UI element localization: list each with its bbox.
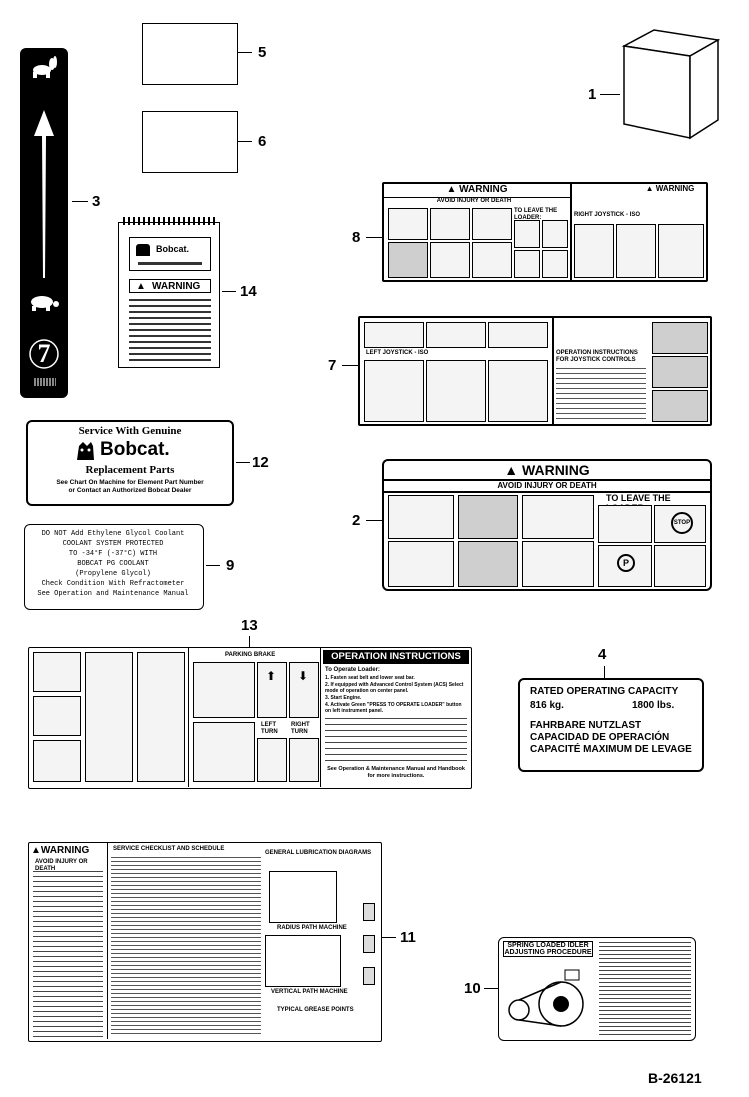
bobcat-logo-icon	[136, 244, 150, 256]
decal-3-speed-decal: 7	[20, 48, 68, 398]
callout-5: 5	[258, 44, 267, 61]
decal-4-capacity: RATED OPERATING CAPACITY 816 kg. 1800 lb…	[518, 678, 704, 772]
callout-8: 8	[352, 229, 361, 246]
decal-13-title: OPERATION INSTRUCTIONS	[323, 650, 469, 664]
decal-7-left-joystick: LEFT JOYSTICK - ISO	[366, 350, 429, 356]
decal-9-line-0: DO NOT Add Ethylene Glycol Coolant	[41, 530, 185, 538]
speed-7-badge	[29, 339, 59, 369]
callout-10: 10	[464, 980, 481, 997]
decal-5-blank	[142, 23, 238, 85]
handbook-text-lines	[129, 299, 211, 361]
decal-8-subtitle: AVOID INJURY OR DEATH	[436, 198, 512, 204]
decal-13-step-3: 4. Activate Green "PRESS TO OPERATE LOAD…	[325, 702, 462, 714]
decal-11-subtitle: AVOID INJURY OR DEATH	[35, 859, 88, 872]
decal-12-line1: Service With Genuine	[78, 425, 182, 437]
decal-13-left-turn: LEFT TURN	[261, 722, 278, 735]
warning-triangle-icon: ▲	[136, 281, 146, 292]
decal-11-grease: TYPICAL GREASE POINTS	[277, 1007, 354, 1013]
decal-4-lbs: 1800 lbs.	[632, 700, 675, 711]
up-arrow-icon	[34, 110, 54, 278]
decal-11-radius: RADIUS PATH MACHINE	[277, 925, 347, 931]
turtle-icon	[31, 296, 59, 311]
callout-9: 9	[226, 557, 235, 574]
decal-13-operation-instructions: PARKING BRAKE ⬆ ⬇ LEFT TURN RIGHT TURN O…	[28, 647, 472, 789]
callout-13: 13	[241, 617, 258, 634]
decal-10-spring-idler: SPRING LOADED IDLER ADJUSTING PROCEDURE	[498, 937, 696, 1041]
decal-2-subtitle: AVOID INJURY OR DEATH	[497, 481, 597, 490]
callout-7: 7	[328, 357, 337, 374]
decal-7-ops-title: OPERATION INSTRUCTIONS FOR JOYSTICK CONT…	[556, 350, 638, 363]
arrow-down-icon: ⬇	[298, 669, 309, 683]
decal-13-step-2: 3. Start Engine.	[325, 695, 362, 701]
decal-13-step-0: 1. Fasten seat belt and lower seat bar.	[325, 675, 415, 681]
callout-14: 14	[240, 283, 257, 300]
decal-12-replacement-parts: Service With Genuine Bobcat. Replacement…	[26, 420, 234, 506]
decal-12-brand: Bobcat.	[100, 439, 170, 460]
decal-9-line-4: (Propylene Glycol)	[75, 570, 151, 578]
decal-9-line-3: BOBCAT PG COOLANT	[77, 560, 149, 568]
rabbit-icon	[33, 56, 57, 78]
callout-6: 6	[258, 133, 267, 150]
decal-8-warning: ▲ WARNING AVOID INJURY OR DEATH TO LEAVE…	[382, 182, 708, 282]
decal-9-line-2: TO -34°F (-37°C) WITH	[68, 550, 158, 558]
decal-12-line5: or Contact an Authorized Bobcat Dealer	[68, 487, 192, 494]
figure-id: B-26121	[648, 1070, 702, 1086]
spiral-binding	[123, 217, 217, 225]
decal-13-parking: PARKING BRAKE	[225, 652, 276, 658]
decal-6-blank	[142, 111, 238, 173]
bobcat-logo-icon	[74, 440, 96, 462]
callout-2: 2	[352, 512, 361, 529]
callout-11: 11	[400, 929, 416, 946]
idler-diagram	[508, 969, 584, 1027]
decal-4-fr: CAPACITÉ MAXIMUM DE LEVAGE	[530, 744, 692, 755]
decal-13-subtitle: To Operate Loader:	[325, 667, 380, 673]
decal-10-title1: SPRING LOADED IDLER	[507, 942, 589, 949]
decal-11-checklist: SERVICE CHECKLIST AND SCHEDULE	[113, 846, 225, 852]
decal-9-line-6: See Operation and Maintenance Manual	[37, 590, 189, 598]
callout-1: 1	[588, 86, 597, 103]
callout-3: 3	[92, 193, 101, 210]
parking-brake-icon: P	[617, 554, 635, 572]
stop-icon: STOP	[671, 512, 693, 534]
decal-4-title: RATED OPERATING CAPACITY	[530, 686, 679, 697]
callout-4: 4	[598, 646, 607, 663]
decal-8-right-joystick: RIGHT JOYSTICK - ISO	[574, 212, 641, 218]
speed-number: 7	[37, 339, 51, 368]
speed-decal-graphics	[29, 56, 59, 369]
decal-13-step-1: 2. If equipped with Advanced Control Sys…	[325, 682, 464, 694]
handbook-brand: Bobcat.	[156, 244, 190, 254]
decal-11-warning: ▲WARNING	[31, 845, 90, 856]
decal-4-kg: 816 kg.	[530, 700, 564, 711]
decal-2-warning-title: ▲ WARNING	[504, 462, 590, 478]
callout-12: 12	[252, 454, 269, 471]
decal-2-warning: ▲ WARNING AVOID INJURY OR DEATH TO LEAVE…	[382, 459, 712, 591]
decal-13-right-turn: RIGHT TURN	[291, 722, 310, 735]
decal-9-coolant: DO NOT Add Ethylene Glycol Coolant COOLA…	[24, 524, 204, 610]
decal-4-es: CAPACIDAD DE OPERACIÓN	[530, 732, 670, 743]
decal-10-title2: ADJUSTING PROCEDURE	[504, 949, 592, 956]
decal-9-line-1: COOLANT SYSTEM PROTECTED	[62, 540, 164, 548]
decal-12-line4: See Chart On Machine for Element Part Nu…	[56, 479, 204, 486]
handbook-warning: WARNING	[152, 281, 201, 292]
arrow-up-icon: ⬆	[266, 669, 277, 683]
decal-11-lube: GENERAL LUBRICATION DIAGRAMS	[265, 850, 372, 856]
decal-4-de: FAHRBARE NUTZLAST	[530, 720, 642, 731]
warning-triangle-icon: ▲	[504, 462, 523, 478]
box-icon	[621, 29, 721, 140]
decal-9-line-5: Check Condition With Refractometer	[41, 580, 185, 588]
decal-11-vertical: VERTICAL PATH MACHINE	[271, 989, 348, 995]
decal-8-leave: TO LEAVE THE LOADER:	[514, 208, 558, 221]
decal-14-handbook: Bobcat. WARNING ▲	[118, 217, 220, 368]
decal-7-joystick: LEFT JOYSTICK - ISO OPERATION INSTRUCTIO…	[358, 316, 712, 426]
speed-decal-fine-print	[34, 378, 56, 386]
decal-13-footer: See Operation & Maintenance Manual and H…	[327, 766, 465, 779]
decal-8-warning-title: WARNING	[459, 184, 508, 195]
warning-triangle-icon: ▲	[446, 184, 460, 195]
decal-12-line3: Replacement Parts	[85, 464, 175, 476]
warning-triangle-icon: ▲	[31, 845, 41, 856]
decal-11-service-checklist: ▲WARNING AVOID INJURY OR DEATH SERVICE C…	[28, 842, 382, 1042]
